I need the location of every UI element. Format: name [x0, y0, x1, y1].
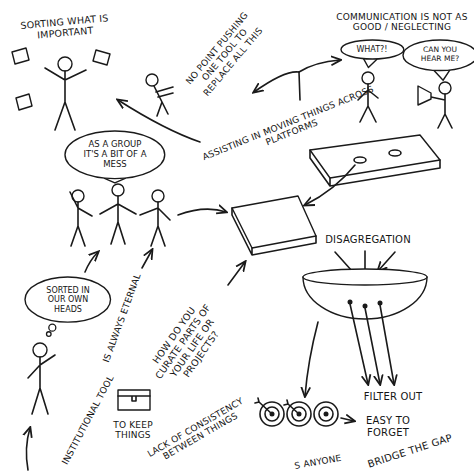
megaphone [418, 86, 431, 105]
sketch-arrow [85, 252, 98, 272]
bubble-text: WHAT?! [352, 45, 392, 54]
sketch-label: IS ALWAYS ETERNAL [101, 272, 143, 364]
sketch-arrow [178, 209, 226, 215]
thought-bubble: SORTED IN OUR OWN HEADS [24, 276, 112, 323]
stick-figure [28, 355, 55, 414]
chest-lid [118, 396, 150, 401]
bubble-ellipse [341, 40, 404, 59]
sketch-label: SORTING WHAT IS IMPORTANT [8, 12, 121, 44]
sketch-label: INSTITUTIONAL TOOL [60, 374, 116, 467]
platform-dot [354, 157, 366, 163]
arrow-stem [299, 72, 300, 100]
stick-figure [70, 192, 92, 246]
paper-sheet [12, 48, 29, 64]
sketch-label: FILTER OUT [364, 391, 423, 403]
sketch-arrow [365, 308, 380, 384]
sketch-arrow [299, 60, 340, 72]
speech-bubble: AS A GROUP IT'S A BIT OF A MESS [64, 130, 166, 180]
platform-side [232, 208, 316, 255]
bubble-ellipse [25, 277, 111, 322]
sketch-arrow [341, 418, 354, 421]
figure-head [362, 72, 374, 84]
figure-head [439, 82, 451, 94]
sketch-label: COMMUNICATION IS NOT AS GOOD / NEGLECTIN… [332, 12, 472, 33]
storage-chest [118, 390, 150, 410]
bubble-text-block: SORTED IN OUR OWN HEADS [40, 286, 96, 314]
figure-head [112, 184, 124, 196]
figure-head [58, 57, 72, 71]
sketch-label: HOW DO YOU CURATE PARTS OF YOUR LIFE OR … [143, 294, 233, 397]
bubble-text-block: WHAT?! [352, 45, 392, 54]
figure-head [146, 74, 158, 86]
paper-sheet [16, 94, 32, 110]
sketch-arrow [228, 262, 245, 285]
sketch-label: S ANYONE [294, 453, 343, 471]
bubble-ellipse [65, 131, 165, 179]
bubble-ellipse [403, 40, 474, 70]
sketch-arrow [254, 72, 299, 92]
stick-figure [100, 196, 136, 244]
sketch-label: TO KEEP THINGS [107, 420, 159, 441]
bubble-text-block: CAN YOU HEAR ME? [416, 46, 464, 63]
sketch-label: EASY TO FORGET [358, 415, 418, 438]
target-arrow [255, 398, 299, 414]
sketch-label: BRIDGE THE GAP [366, 432, 453, 470]
thought-dot [47, 332, 52, 337]
stick-figure [431, 94, 452, 128]
bubble-text: SORTED IN OUR OWN HEADS [40, 286, 96, 314]
target-ring [319, 407, 333, 421]
bubble-text: AS A GROUP IT'S A BIT OF A MESS [82, 140, 148, 169]
target [314, 402, 338, 426]
sketch-label: LACK OF CONSISTENCY BETWEEN THINGS [145, 396, 251, 469]
paper-sheet [93, 50, 110, 65]
figure-head [152, 190, 164, 202]
sketch-arrow [380, 305, 394, 384]
sketch-arrow [350, 304, 368, 384]
converging-arrows [335, 251, 395, 271]
sketch-arrow [142, 250, 152, 268]
bubble-tail [434, 70, 450, 80]
sketch-arrow [305, 322, 318, 396]
target-bull [324, 412, 329, 417]
thought-dot [49, 325, 56, 332]
bubble-text: CAN YOU HEAR ME? [416, 46, 464, 63]
platform-dot [389, 150, 401, 156]
sketch-label: DISAGREGATION [325, 234, 411, 246]
bubble-tail [363, 59, 377, 68]
stick-figure [45, 68, 86, 130]
bubble-text-block: AS A GROUP IT'S A BIT OF A MESS [82, 140, 148, 169]
speech-bubble: WHAT?! [340, 39, 405, 60]
figure-head [33, 343, 47, 357]
speech-bubble: CAN YOU HEAR ME? [402, 39, 474, 71]
stick-figure [154, 86, 173, 116]
sketch-arrow [305, 165, 355, 205]
bowl-rim [303, 269, 427, 285]
platform-side [310, 150, 440, 186]
sketch-label: NO POINT PUSHING ONE TOOL TO REPLACE ALL… [181, 7, 269, 104]
sketch-arrow [26, 428, 30, 470]
stick-figure [140, 202, 170, 246]
